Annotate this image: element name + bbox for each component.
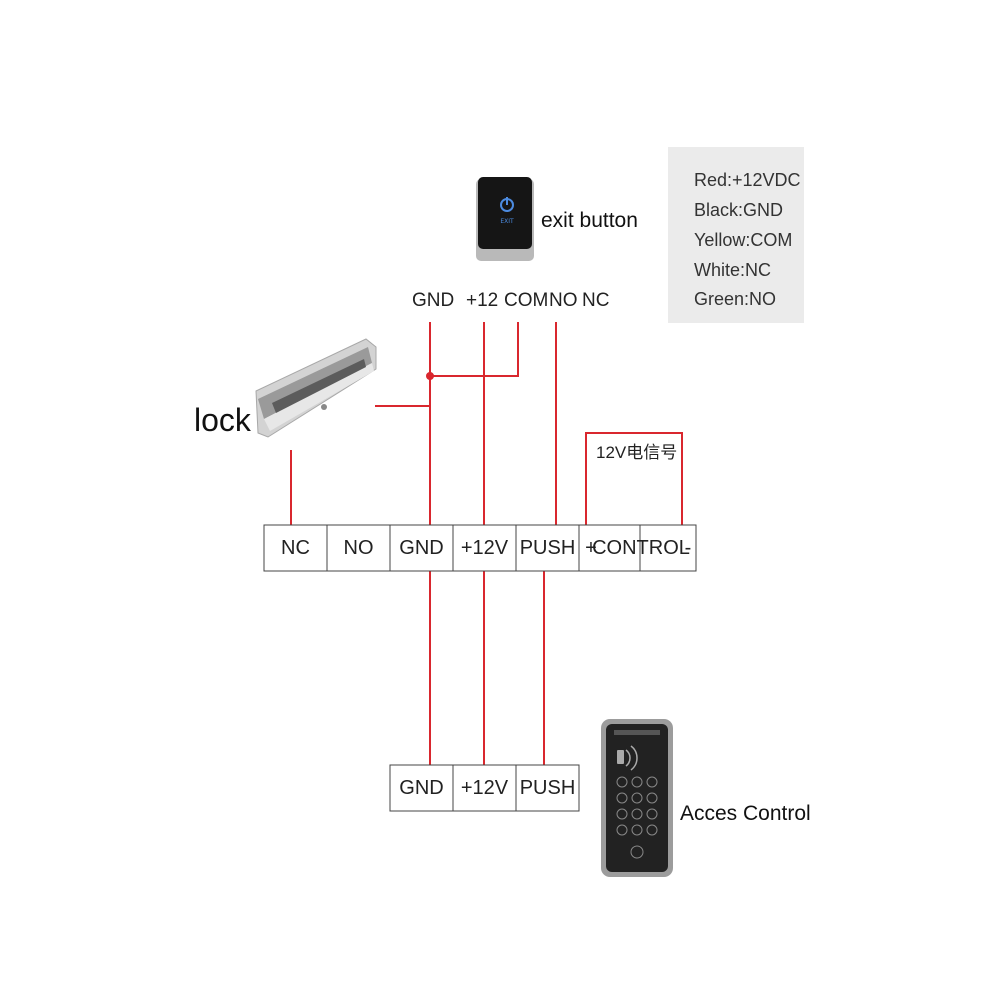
- wire-exit-com: [430, 322, 519, 377]
- controller-terminal-plus: +: [585, 537, 597, 559]
- controller-terminal-12v: +12V: [460, 537, 509, 559]
- keypad-icon: [600, 718, 674, 878]
- exit-terminal-12: +12: [466, 290, 499, 311]
- junction-dot: [426, 372, 434, 380]
- exit-face-text: EXIT: [500, 218, 514, 225]
- legend-line-green: Green:NO: [694, 289, 777, 309]
- exit-terminal-com: COM: [504, 290, 549, 311]
- legend-line-red: Red:+12VDC: [694, 170, 801, 190]
- access-terminal-gnd: GND: [399, 777, 444, 799]
- red-wires: [290, 322, 683, 765]
- controller-terminal-no: NO: [343, 537, 374, 559]
- exit-terminal-gnd: GND: [412, 290, 455, 311]
- exit-terminal-nc: NC: [582, 290, 610, 311]
- controller-terminal-minus: -: [684, 537, 692, 559]
- exit-terminal-no: NO: [549, 290, 578, 311]
- wire-control-signal: [585, 432, 683, 525]
- lock-label: lock: [194, 402, 251, 438]
- controller-terminal-gnd: GND: [399, 537, 444, 559]
- access-control-label: Acces Control: [680, 802, 811, 825]
- magnetic-lock-icon: [248, 333, 380, 449]
- legend-line-yellow: Yellow:COM: [694, 230, 793, 250]
- terminal-grid-bottom: [389, 764, 580, 812]
- terminal-grid-top: [263, 524, 697, 572]
- signal-label: 12V电信号: [596, 443, 678, 462]
- access-terminal-push: PUSH: [519, 777, 576, 799]
- controller-terminal-push: PUSH: [519, 537, 576, 559]
- controller-terminal-nc: NC: [281, 537, 310, 559]
- legend-line-white: White:NC: [694, 260, 772, 280]
- exit-button-icon: EXIT: [474, 175, 536, 263]
- legend-line-black: Black:GND: [694, 200, 784, 220]
- access-terminal-12v: +12V: [460, 777, 509, 799]
- wire-color-legend: Red:+12VDC Black:GND Yellow:COM White:NC…: [668, 147, 804, 323]
- exit-button-label: exit button: [541, 209, 638, 232]
- controller-terminal-control: CONTROL: [592, 537, 690, 559]
